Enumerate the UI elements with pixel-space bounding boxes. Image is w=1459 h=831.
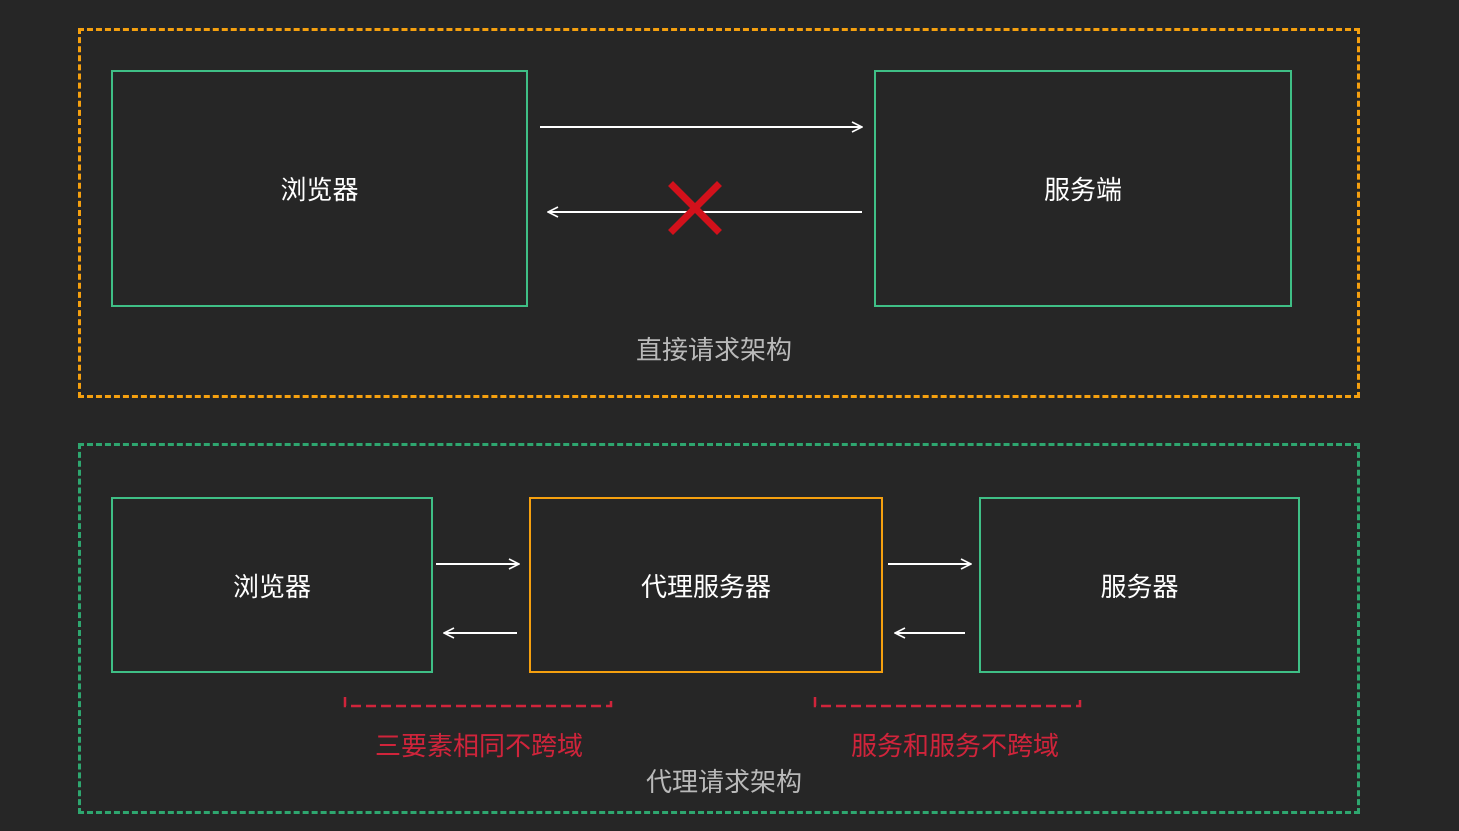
direct-architecture-group [78, 28, 1360, 398]
direct-server-label: 服务端 [1043, 176, 1122, 206]
proxy-architecture-caption: 代理请求架构 [645, 768, 803, 798]
proxy-browser-node: 浏览器 [111, 497, 433, 673]
proxy-server-label: 代理服务器 [640, 572, 771, 603]
proxy-server-node: 代理服务器 [529, 497, 883, 673]
proxy-browser-label: 浏览器 [232, 572, 311, 603]
direct-browser-label: 浏览器 [280, 176, 359, 206]
same-origin-note: 三要素相同不跨域 [374, 732, 584, 762]
backend-server-node: 服务器 [979, 497, 1300, 673]
backend-server-label: 服务器 [1100, 572, 1179, 603]
server-to-server-note: 服务和服务不跨域 [850, 732, 1060, 762]
direct-server-node: 服务端 [874, 70, 1292, 307]
proxy-architecture-group [78, 443, 1360, 814]
direct-browser-node: 浏览器 [111, 70, 528, 307]
direct-architecture-caption: 直接请求架构 [635, 336, 793, 366]
